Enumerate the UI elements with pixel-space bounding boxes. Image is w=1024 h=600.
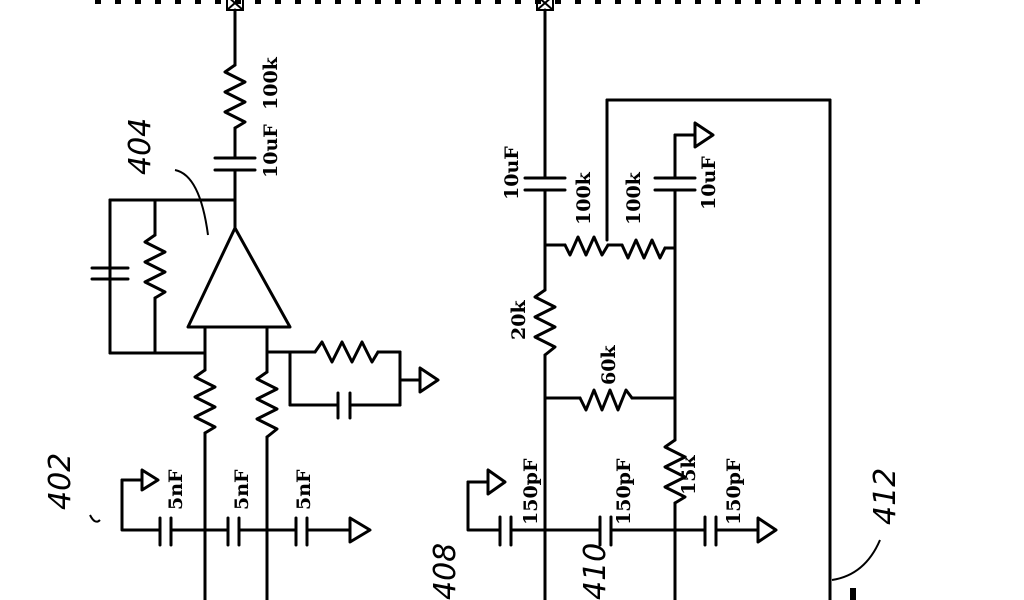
ground-symbol xyxy=(418,366,440,394)
label-100k-b: 100k xyxy=(623,171,645,225)
label-10uF-right: 10uF xyxy=(501,146,523,200)
label-10uF-top-right: 10uF xyxy=(698,156,720,210)
label-20k: 20k xyxy=(508,300,530,340)
resistor-15k xyxy=(663,438,687,505)
label-5nF-c: 5nF xyxy=(293,469,315,510)
label-100k-left: 100k xyxy=(260,56,282,110)
label-150pF-a: 150pF xyxy=(520,458,542,525)
ref-408: 408 xyxy=(428,543,463,600)
label-100k-a: 100k xyxy=(573,171,595,225)
ref-404: 404 xyxy=(123,118,158,175)
input-resistor-b xyxy=(255,370,279,439)
bias-resistor xyxy=(313,340,380,364)
ground-symbol xyxy=(756,516,778,544)
right-circuit xyxy=(466,8,856,600)
ground-symbol xyxy=(348,516,372,544)
leader-404 xyxy=(174,169,209,236)
left-circuit xyxy=(90,8,440,600)
input-resistor-a xyxy=(193,368,217,435)
ref-412: 412 xyxy=(868,468,903,525)
resistor-100k-a xyxy=(563,235,610,257)
resistor-60k xyxy=(578,388,634,412)
ref-402: 402 xyxy=(43,453,78,510)
ref-410: 410 xyxy=(578,543,613,600)
ground-symbol xyxy=(693,121,715,149)
ground-symbol xyxy=(140,468,160,492)
label-150pF-c: 150pF xyxy=(723,458,745,525)
label-5nF-a: 5nF xyxy=(165,469,187,510)
leader-412 xyxy=(831,539,881,581)
leader-402 xyxy=(89,514,101,523)
resistor-100k-b xyxy=(620,238,667,260)
label-60k: 60k xyxy=(598,345,620,385)
resistor-20k xyxy=(533,288,557,357)
label-5nF-b: 5nF xyxy=(231,469,253,510)
resistor-100k-left xyxy=(223,63,247,130)
label-15k: 15k xyxy=(678,455,700,495)
label-150pF-b: 150pF xyxy=(613,458,635,525)
op-amp xyxy=(186,226,292,329)
label-10uF-left: 10uF xyxy=(260,124,282,178)
feedback-resistor xyxy=(143,233,167,300)
ground-symbol xyxy=(486,468,507,496)
